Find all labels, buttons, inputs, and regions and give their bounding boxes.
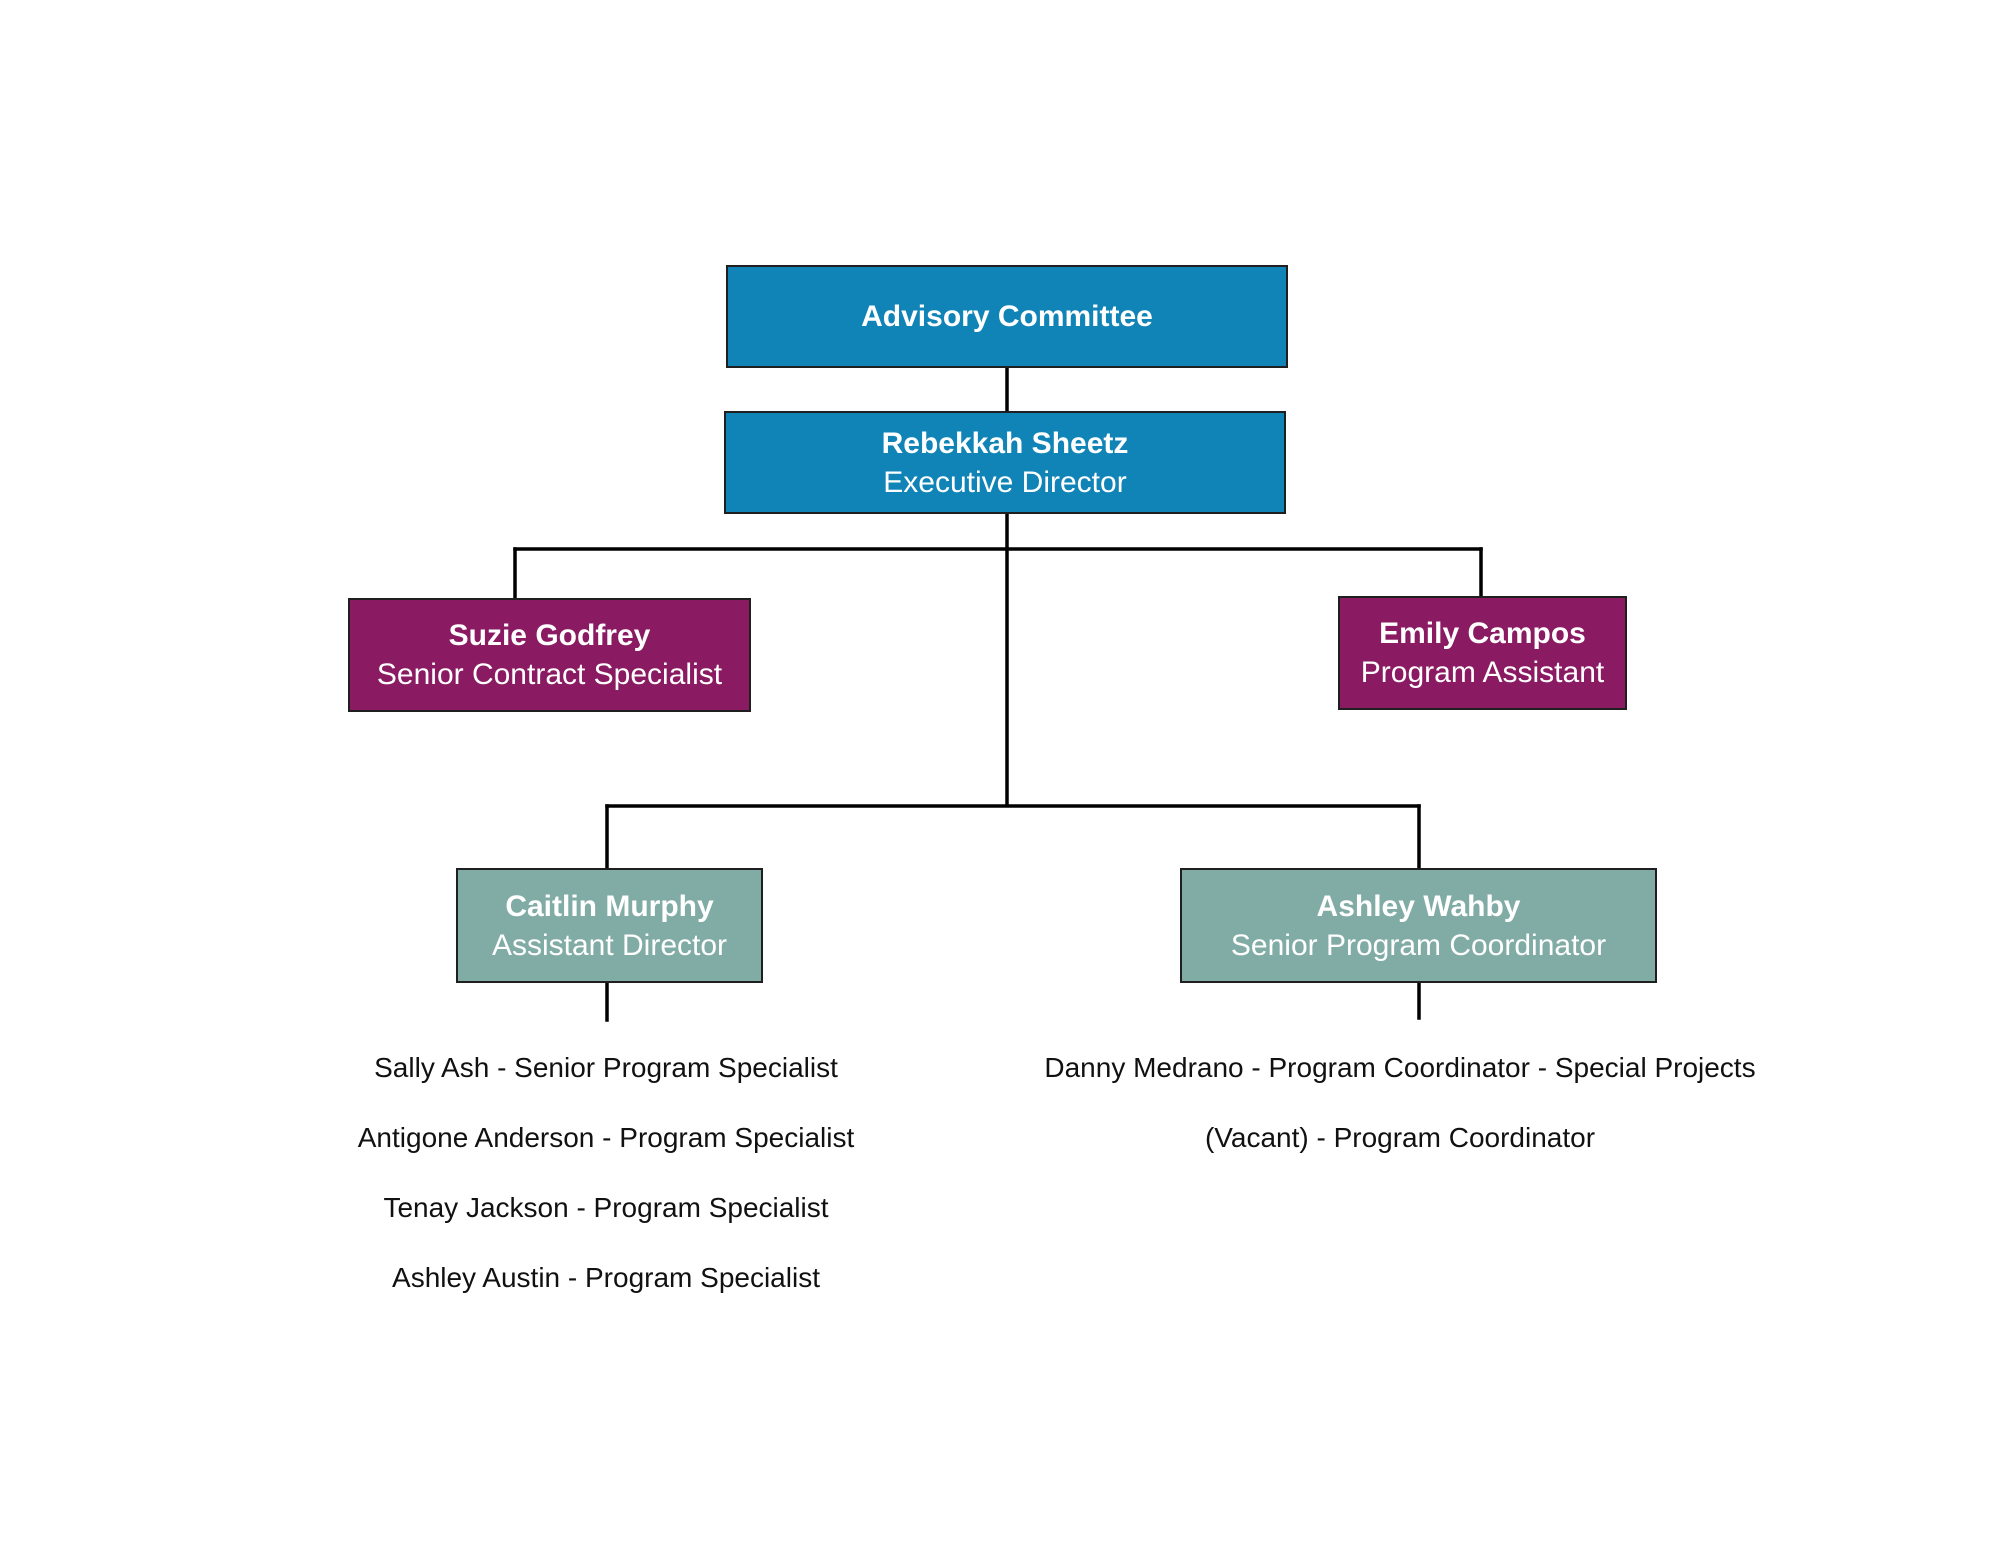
senior-program-coordinator-title: Senior Program Coordinator	[1230, 928, 1607, 962]
senior-program-coordinator-name: Ashley Wahby	[1316, 889, 1521, 923]
staff-item: Ashley Austin - Program Specialist	[392, 1262, 820, 1293]
executive-director-title: Executive Director	[883, 465, 1127, 499]
assistant-director-title: Assistant Director	[491, 928, 728, 962]
program-assistant-title: Program Assistant	[1360, 656, 1605, 689]
senior-program-coordinator-reports-list: Danny Medrano - Program Coordinator - Sp…	[1000, 1033, 1800, 1173]
advisory-committee-name: Advisory Committee	[861, 300, 1153, 333]
senior-contract-specialist-name: Suzie Godfrey	[448, 619, 651, 652]
assistant-director-box: Caitlin Murphy Assistant Director	[456, 868, 763, 983]
executive-director-name: Rebekkah Sheetz	[881, 426, 1129, 460]
advisory-committee-box: Advisory Committee	[726, 265, 1288, 368]
senior-program-coordinator-box: Ashley Wahby Senior Program Coordinator	[1180, 868, 1657, 983]
staff-item: (Vacant) - Program Coordinator	[1204, 1122, 1596, 1153]
assistant-director-reports-list: Sally Ash - Senior Program Specialist An…	[296, 1033, 916, 1313]
staff-item: Danny Medrano - Program Coordinator - Sp…	[1044, 1052, 1756, 1083]
program-assistant-name: Emily Campos	[1379, 617, 1586, 650]
senior-contract-specialist-title: Senior Contract Specialist	[376, 658, 723, 691]
program-assistant-box: Emily Campos Program Assistant	[1338, 596, 1627, 710]
executive-director-box: Rebekkah Sheetz Executive Director	[724, 411, 1286, 514]
staff-item: Tenay Jackson - Program Specialist	[383, 1192, 829, 1223]
staff-item: Antigone Anderson - Program Specialist	[357, 1122, 855, 1153]
staff-item: Sally Ash - Senior Program Specialist	[374, 1052, 838, 1083]
senior-contract-specialist-box: Suzie Godfrey Senior Contract Specialist	[348, 598, 751, 712]
assistant-director-name: Caitlin Murphy	[505, 889, 714, 923]
